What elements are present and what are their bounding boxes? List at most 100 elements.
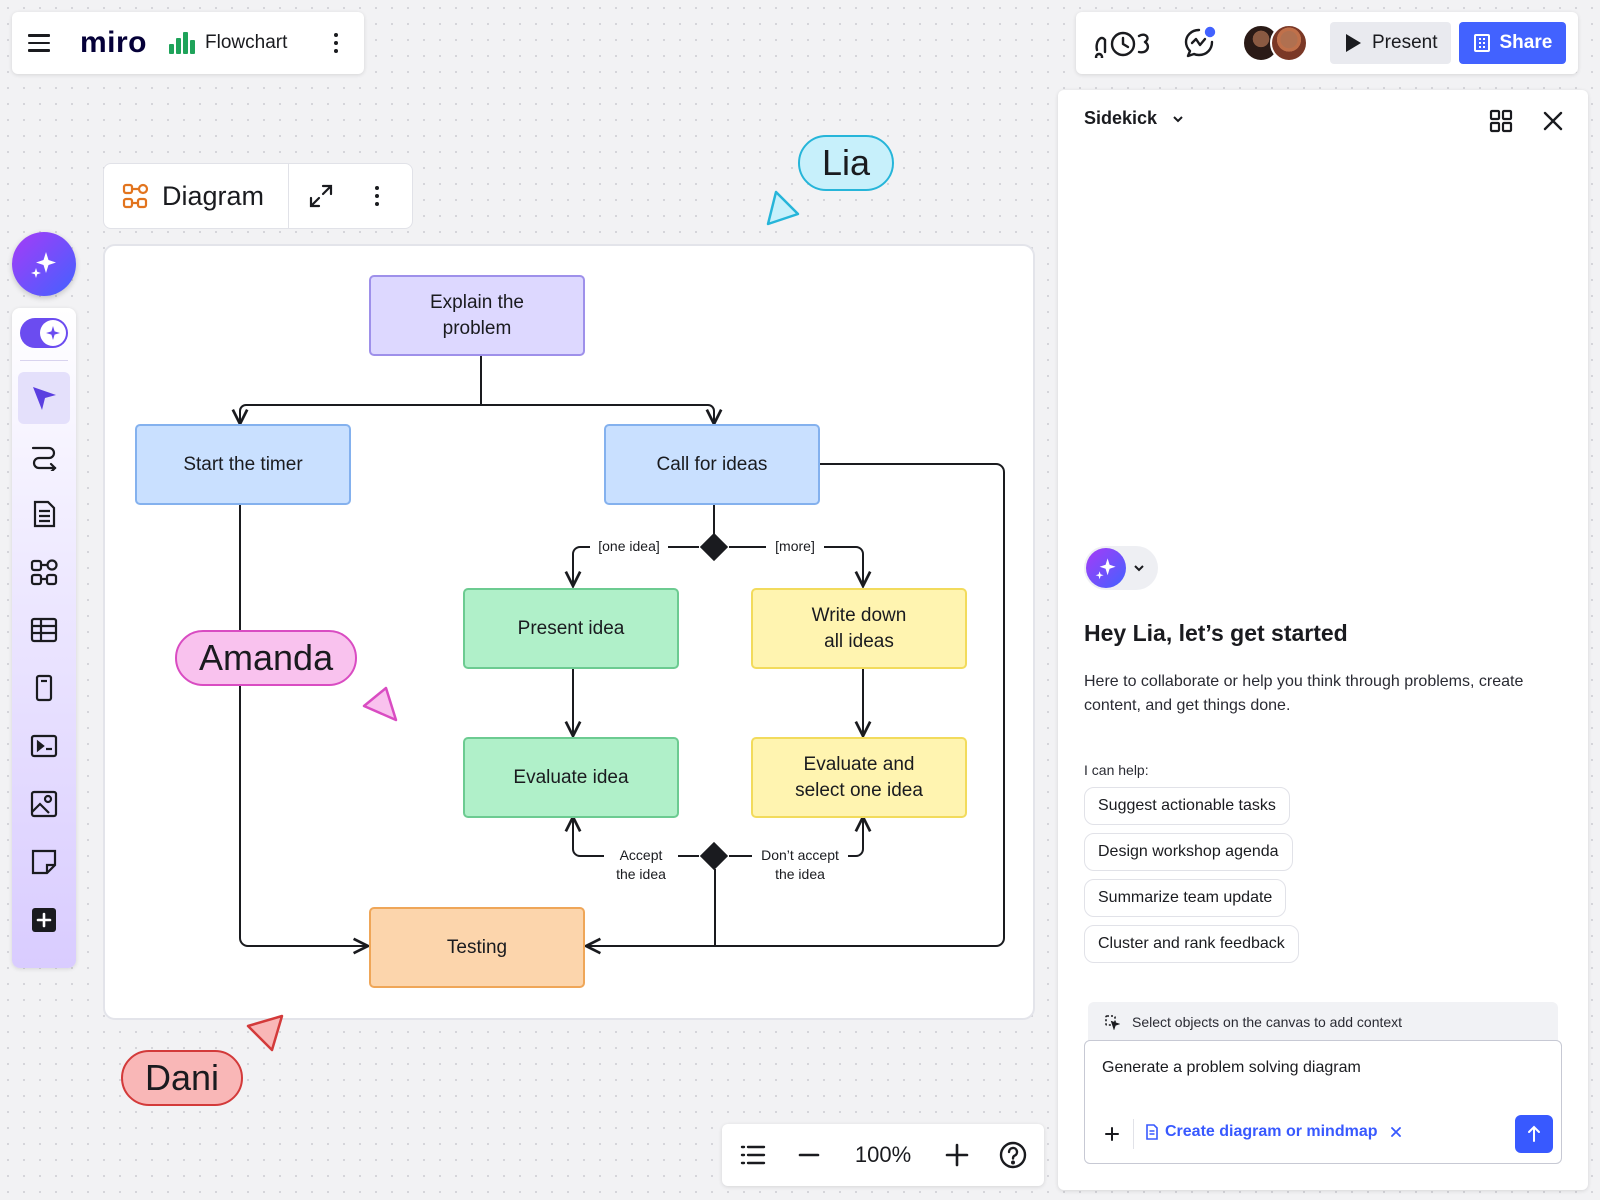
list-icon [740, 1145, 766, 1165]
suggestion-chip[interactable]: Design workshop agenda [1084, 833, 1293, 871]
slides-tool[interactable] [18, 720, 70, 772]
card-icon [35, 674, 53, 702]
board-outline-button[interactable] [736, 1138, 770, 1172]
ai-assist-button[interactable] [12, 232, 76, 296]
collaboration-bar: Present Share [1076, 12, 1578, 74]
ai-toggle[interactable] [20, 318, 68, 348]
board-more-options-button[interactable] [324, 29, 348, 57]
shapes-diagram-icon [30, 559, 58, 586]
zoom-in-button[interactable] [940, 1138, 974, 1172]
help-button[interactable] [996, 1138, 1030, 1172]
table-tool[interactable] [18, 604, 70, 656]
collaborator-avatars[interactable] [1242, 24, 1308, 62]
board-name[interactable]: Flowchart [205, 32, 288, 53]
prompt-composer[interactable]: Generate a problem solving diagram Creat… [1084, 1040, 1562, 1164]
close-icon [1543, 111, 1563, 131]
creation-toolbar [12, 308, 76, 968]
sidekick-description: Here to collaborate or help you think th… [1084, 673, 1524, 714]
edge-label-dont-accept: Don’t accept the idea [752, 846, 848, 884]
chevron-down-icon [1134, 565, 1144, 572]
prompt-input[interactable]: Generate a problem solving diagram [1102, 1059, 1361, 1076]
timer-icon[interactable] [1092, 22, 1154, 64]
chip-label: Create diagram or mindmap [1165, 1123, 1378, 1140]
can-help-label: I can help: [1084, 762, 1149, 778]
sidekick-greeting: Hey Lia, let’s get started [1084, 620, 1348, 646]
toolbar-divider [20, 360, 68, 361]
edge-accept [573, 817, 699, 857]
diagram-header: Diagram [103, 163, 413, 229]
share-button[interactable]: Share [1459, 22, 1567, 64]
select-objects-icon [1105, 1015, 1120, 1030]
suggestion-chip[interactable]: Cluster and rank feedback [1084, 925, 1299, 963]
cursor-arrow-lia-icon [766, 190, 800, 226]
node-start-timer[interactable]: Start the timer [135, 424, 351, 505]
context-hint-text: Select objects on the canvas to add cont… [1132, 1014, 1403, 1030]
node-explain-problem[interactable]: Explain the problem [369, 275, 585, 356]
board-chart-icon [169, 32, 196, 54]
table-icon [30, 617, 58, 643]
present-button[interactable]: Present [1330, 22, 1452, 64]
sidekick-close-button[interactable] [1538, 106, 1568, 136]
send-button[interactable] [1515, 1115, 1553, 1153]
create-diagram-chip[interactable]: Create diagram or mindmap [1145, 1123, 1402, 1141]
edge-label-more: [more] [766, 537, 824, 556]
card-tool[interactable] [18, 662, 70, 714]
image-icon [30, 790, 58, 818]
expand-button[interactable] [289, 164, 353, 228]
diagram-title[interactable]: Diagram [104, 164, 289, 228]
diagram-more-options-button[interactable] [365, 182, 389, 210]
agent-switcher[interactable] [1084, 546, 1158, 590]
close-icon[interactable] [1390, 1126, 1402, 1138]
zoom-controls: 100% [722, 1124, 1044, 1186]
decision-diamond[interactable] [699, 841, 729, 871]
node-call-for-ideas[interactable]: Call for ideas [604, 424, 820, 505]
edge-explain-to-call [481, 404, 714, 424]
sidekick-title: Sidekick [1084, 108, 1158, 128]
sidekick-panel: Sidekick Hey Lia, let’s get started Here… [1058, 90, 1588, 1190]
diagram-tool[interactable] [18, 546, 70, 598]
connector-tool[interactable] [18, 430, 70, 482]
sidekick-grid-button[interactable] [1486, 106, 1516, 136]
suggestion-chip[interactable]: Summarize team update [1084, 879, 1287, 917]
document-icon [33, 500, 56, 528]
reactions-icon[interactable] [1178, 22, 1220, 64]
help-icon [999, 1141, 1027, 1169]
composer-divider [1133, 1119, 1134, 1149]
zoom-level[interactable]: 100% [854, 1142, 912, 1167]
chevron-down-icon [1173, 115, 1183, 122]
node-evaluate-idea[interactable]: Evaluate idea [463, 737, 679, 818]
document-tool[interactable] [18, 488, 70, 540]
node-present-idea[interactable]: Present idea [463, 588, 679, 669]
sparkle-icon [31, 252, 56, 278]
document-icon [1146, 1124, 1158, 1140]
select-tool[interactable] [18, 372, 70, 424]
more-tools-button[interactable] [18, 894, 70, 946]
sidekick-agent-selector[interactable]: Sidekick [1084, 108, 1185, 129]
node-testing[interactable]: Testing [369, 907, 585, 988]
add-attachment-button[interactable] [1099, 1121, 1125, 1147]
main-menu-button[interactable] [28, 29, 56, 57]
minus-icon [798, 1153, 820, 1157]
cursor-arrow-dani-icon [246, 1014, 284, 1052]
plus-icon [1105, 1127, 1119, 1141]
zoom-out-button[interactable] [792, 1138, 826, 1172]
decision-diamond[interactable] [699, 532, 729, 562]
board-header: miro Flowchart [12, 12, 364, 74]
present-label: Present [1372, 32, 1438, 53]
edge-one-idea [573, 546, 699, 586]
suggestion-chip[interactable]: Suggest actionable tasks [1084, 787, 1290, 825]
sticky-note-icon [31, 849, 57, 875]
plus-square-icon [32, 908, 56, 932]
node-evaluate-select[interactable]: Evaluate and select one idea [751, 737, 967, 818]
plus-icon [945, 1143, 969, 1167]
share-label: Share [1499, 32, 1553, 53]
expand-icon [309, 184, 333, 208]
avatar[interactable] [1270, 24, 1308, 62]
arrow-up-icon [1528, 1125, 1540, 1142]
sticky-note-tool[interactable] [18, 836, 70, 888]
image-tool[interactable] [18, 778, 70, 830]
diagram-title-label: Diagram [162, 180, 265, 211]
edge-call-to-testing [586, 463, 1005, 946]
node-write-down-ideas[interactable]: Write down all ideas [751, 588, 967, 669]
